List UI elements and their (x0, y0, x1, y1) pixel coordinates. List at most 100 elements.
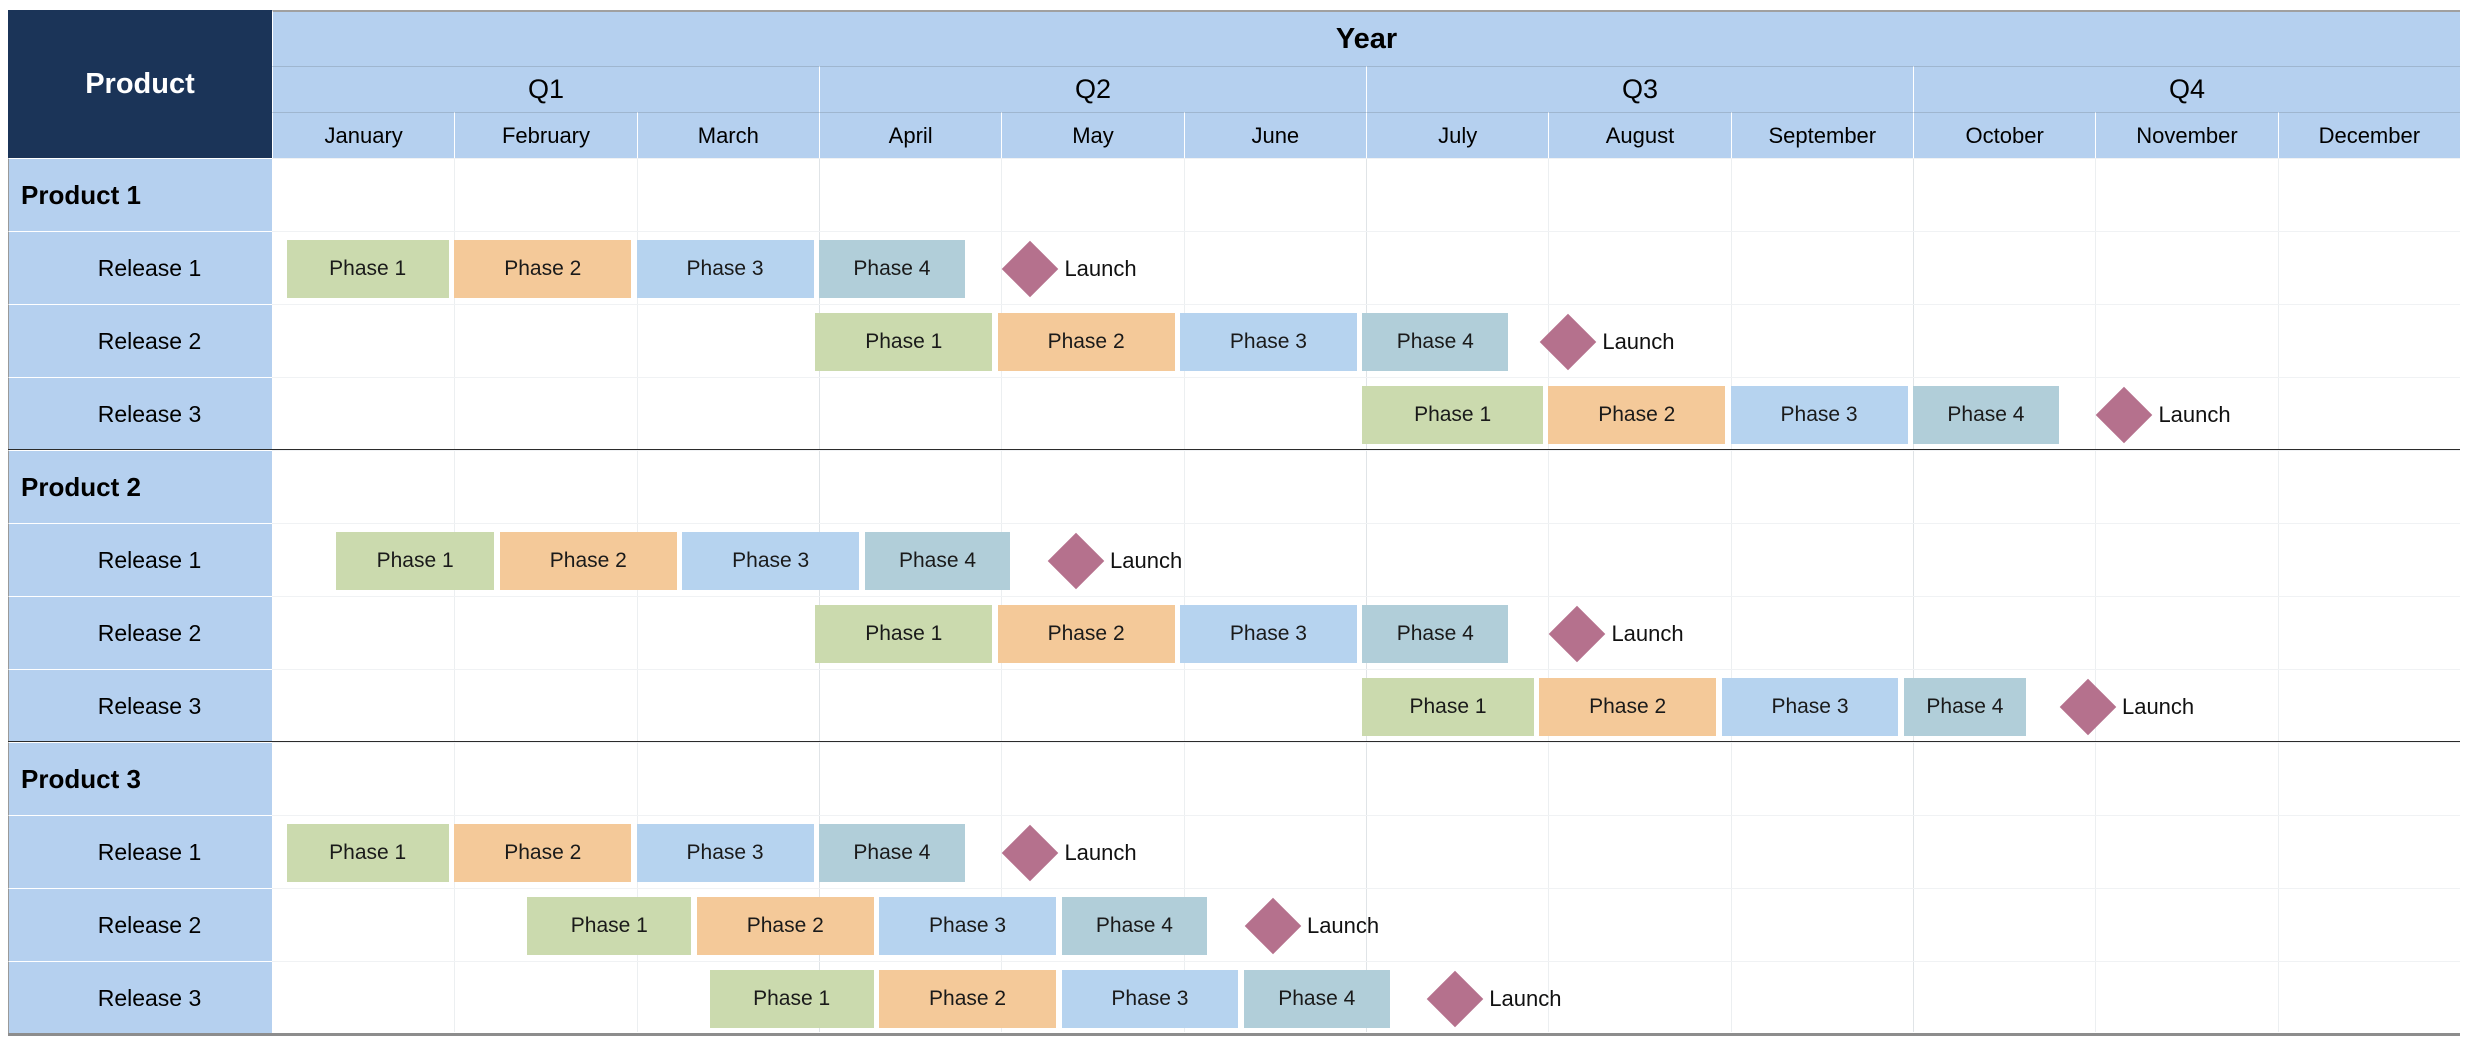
gantt-bar-phase-3[interactable]: Phase 3 (1180, 313, 1357, 371)
header-product-cell: Product (8, 10, 272, 158)
product-row[interactable]: Product 3 (8, 742, 2460, 815)
month-gridline (1366, 158, 1367, 1032)
section-separator (8, 1033, 2460, 1036)
header-month-january: January (272, 112, 455, 158)
gantt-bar-phase-4[interactable]: Phase 4 (1243, 970, 1390, 1028)
gantt-bar-phase-1[interactable]: Phase 1 (335, 532, 495, 590)
gantt-bar-phase-1[interactable]: Phase 1 (286, 240, 449, 298)
milestone-marker[interactable]: Launch (2059, 678, 2195, 736)
diamond-icon (2096, 386, 2153, 444)
gantt-bar-phase-1[interactable]: Phase 1 (815, 313, 993, 371)
month-gridline (1730, 158, 1732, 1032)
gantt-bar-phase-4[interactable]: Phase 4 (1362, 313, 1509, 371)
gantt-bar-phase-2[interactable]: Phase 2 (499, 532, 677, 590)
header-month-october: October (1913, 112, 2096, 158)
gantt-bar-phase-2[interactable]: Phase 2 (454, 824, 632, 882)
gantt-bar-phase-3[interactable]: Phase 3 (1180, 605, 1357, 663)
header-quarter-q3: Q3 (1366, 66, 1913, 112)
gantt-bar-phase-4[interactable]: Phase 4 (1061, 897, 1208, 955)
product-row[interactable]: Product 2 (8, 450, 2460, 523)
milestone-marker[interactable]: Launch (1549, 605, 1684, 663)
gantt-bar-phase-4[interactable]: Phase 4 (819, 240, 965, 298)
milestone-marker[interactable]: Launch (2096, 386, 2231, 444)
milestone-label: Launch (1064, 840, 1137, 865)
diamond-icon (1426, 970, 1484, 1028)
diamond-icon (1047, 532, 1105, 590)
release-name-label: Release 3 (8, 377, 272, 450)
gantt-bar-phase-2[interactable]: Phase 2 (696, 897, 874, 955)
milestone-marker[interactable]: Launch (1540, 313, 1675, 371)
gantt-bar-phase-3[interactable]: Phase 3 (879, 897, 1057, 955)
product-row-track (272, 742, 2460, 815)
gantt-bar-phase-4[interactable]: Phase 4 (1903, 678, 2027, 736)
gantt-bar-phase-2[interactable]: Phase 2 (997, 605, 1175, 663)
gantt-bar-phase-3[interactable]: Phase 3 (1721, 678, 1899, 736)
gantt-bar-phase-4[interactable]: Phase 4 (1913, 386, 2059, 444)
diamond-icon (1002, 824, 1059, 882)
gantt-bar-phase-1[interactable]: Phase 1 (286, 824, 449, 882)
gantt-bar-phase-1[interactable]: Phase 1 (709, 970, 874, 1028)
release-name-label: Release 3 (8, 669, 272, 742)
header-month-august: August (1548, 112, 1731, 158)
month-gridline (819, 158, 820, 1032)
header-quarter-q2: Q2 (819, 66, 1366, 112)
header-month-november: November (2095, 112, 2278, 158)
gantt-bar-phase-3[interactable]: Phase 3 (1061, 970, 1239, 1028)
product-row-track (272, 450, 2460, 523)
header-month-december: December (2277, 112, 2460, 158)
gantt-bar-phase-1[interactable]: Phase 1 (1362, 678, 1534, 736)
diamond-icon (1549, 605, 1606, 663)
gantt-bar-phase-2[interactable]: Phase 2 (1539, 678, 1717, 736)
milestone-marker[interactable]: Launch (1002, 824, 1137, 882)
gantt-bar-phase-1[interactable]: Phase 1 (815, 605, 993, 663)
milestone-label: Launch (2121, 694, 2195, 719)
diamond-icon (1540, 313, 1597, 371)
milestone-marker[interactable]: Launch (1426, 970, 1562, 1028)
gantt-bar-phase-2[interactable]: Phase 2 (879, 970, 1057, 1028)
product-row-track (272, 158, 2460, 231)
gantt-bar-phase-3[interactable]: Phase 3 (636, 240, 814, 298)
milestone-marker[interactable]: Launch (1047, 532, 1183, 590)
gantt-bar-phase-2[interactable]: Phase 2 (997, 313, 1175, 371)
milestone-marker[interactable]: Launch (1244, 897, 1380, 955)
gantt-bar-phase-2[interactable]: Phase 2 (1548, 386, 1726, 444)
gantt-bar-phase-1[interactable]: Phase 1 (527, 897, 692, 955)
milestone-marker[interactable]: Launch (1002, 240, 1137, 298)
gantt-bar-phase-4[interactable]: Phase 4 (1362, 605, 1509, 663)
month-gridline (636, 158, 638, 1032)
milestone-label: Launch (1306, 913, 1380, 938)
gantt-bar-phase-4[interactable]: Phase 4 (864, 532, 1011, 590)
gantt-bar-phase-1[interactable]: Phase 1 (1362, 386, 1543, 444)
month-gridline (2095, 158, 2097, 1032)
month-gridline (1183, 158, 1185, 1032)
milestone-label: Launch (1489, 986, 1562, 1011)
product-row[interactable]: Product 1 (8, 158, 2460, 231)
header-month-march: March (636, 112, 819, 158)
milestone-label: Launch (1110, 548, 1183, 573)
diamond-icon (2059, 678, 2117, 736)
gantt-bar-phase-3[interactable]: Phase 3 (1730, 386, 1908, 444)
release-name-label: Release 3 (8, 961, 272, 1034)
gantt-bar-phase-4[interactable]: Phase 4 (819, 824, 965, 882)
gantt-bar-phase-3[interactable]: Phase 3 (636, 824, 814, 882)
release-name-label: Release 2 (8, 888, 272, 961)
gantt-bar-phase-3[interactable]: Phase 3 (682, 532, 860, 590)
month-gridline (454, 158, 456, 1032)
gantt-bar-phase-2[interactable]: Phase 2 (454, 240, 632, 298)
